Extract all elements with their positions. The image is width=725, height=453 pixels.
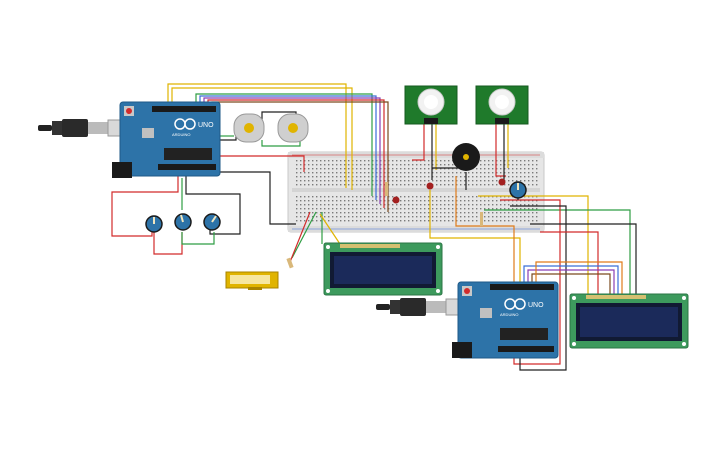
arduino-uno-right[interactable]: UNO ARDUINO <box>452 281 559 359</box>
reset-button[interactable] <box>126 108 132 114</box>
pir-sensor-icon[interactable] <box>404 85 458 125</box>
led[interactable] <box>392 196 400 204</box>
potentiometer-icon[interactable] <box>203 213 221 231</box>
arduino-uno-left[interactable]: UNO ARDUINO <box>112 101 221 178</box>
dc-motor-icon[interactable] <box>277 113 309 143</box>
reset-button[interactable] <box>464 288 470 294</box>
pir-sensor-icon[interactable] <box>475 85 529 125</box>
led[interactable] <box>426 182 434 190</box>
slide-switch[interactable] <box>225 271 279 290</box>
resistor[interactable] <box>286 257 294 269</box>
breadboard-holes <box>296 160 538 222</box>
potentiometer-icon[interactable] <box>145 215 163 233</box>
lcd-display-left[interactable] <box>323 242 443 296</box>
usb-cable-icon <box>376 298 461 316</box>
resistor[interactable] <box>385 182 388 196</box>
resistor[interactable] <box>480 212 483 226</box>
board-label: UNO <box>528 302 544 309</box>
board-sublabel: ARDUINO <box>172 132 190 137</box>
breadboard[interactable] <box>287 151 545 233</box>
board-label: UNO <box>198 122 214 129</box>
potentiometer-icon[interactable] <box>509 181 527 199</box>
dc-motor-icon[interactable] <box>233 113 265 143</box>
usb-cable-icon <box>38 119 123 137</box>
buzzer-icon[interactable] <box>452 143 480 171</box>
board-sublabel: ARDUINO <box>500 312 518 317</box>
lcd-display-right[interactable] <box>569 293 689 349</box>
potentiometer-icon[interactable] <box>174 213 192 231</box>
led[interactable] <box>498 178 506 186</box>
